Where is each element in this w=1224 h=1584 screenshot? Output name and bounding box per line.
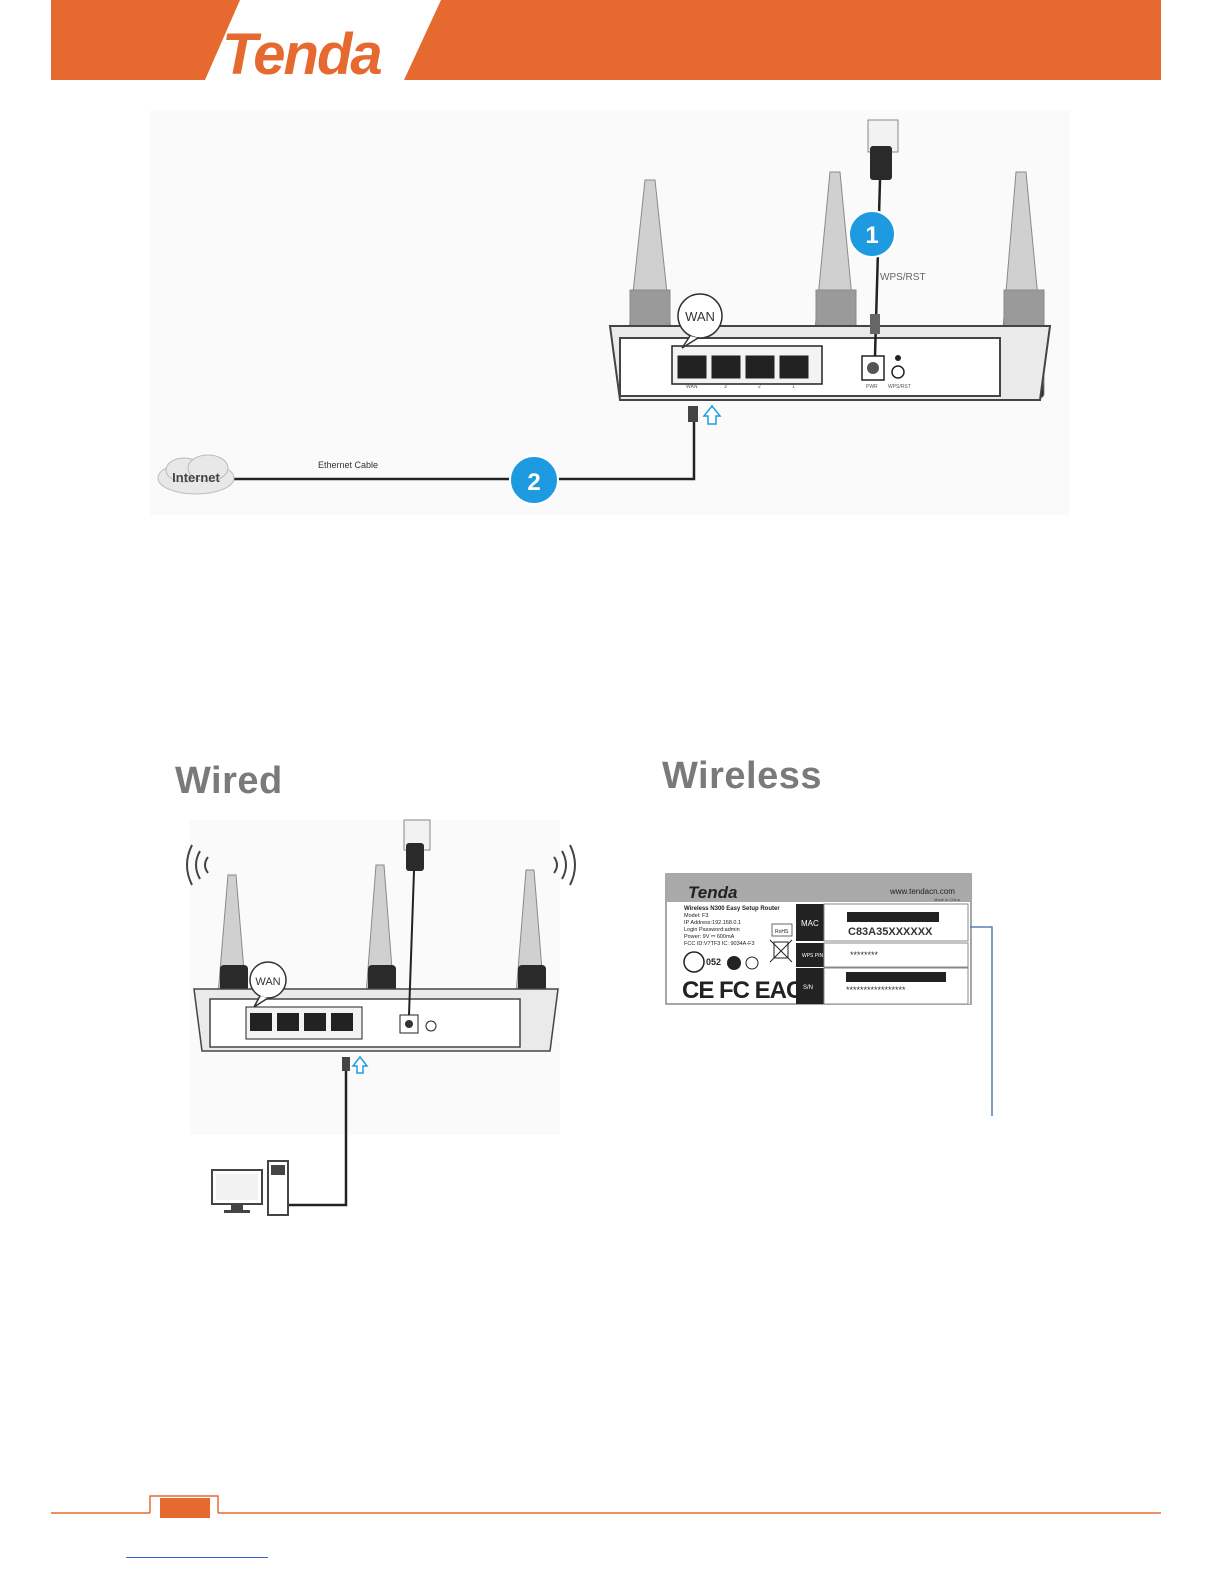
wifi-signal-right-icon	[553, 844, 576, 886]
svg-text:Internet: Internet	[172, 470, 220, 485]
svg-text:Wireless N300 Easy Setup Route: Wireless N300 Easy Setup Router	[684, 906, 780, 912]
wired-diagram: WAN	[186, 819, 576, 1216]
svg-text:2: 2	[527, 469, 540, 496]
svg-text:3: 3	[724, 384, 727, 390]
lan-ports	[671, 345, 823, 385]
footer-link-underline	[126, 1557, 268, 1558]
wireless-title: Wireless	[662, 755, 822, 797]
svg-text:Model: F3: Model: F3	[684, 913, 708, 919]
svg-text:WAN: WAN	[686, 384, 698, 390]
wifi-signal-left-icon	[186, 844, 209, 886]
svg-text:IP Address:192.168.0.1: IP Address:192.168.0.1	[684, 920, 741, 926]
ethernet-cable-line	[288, 1071, 348, 1207]
svg-text:S/N: S/N	[803, 985, 813, 991]
ethernet-plug-icon	[342, 1057, 350, 1071]
svg-text:FCC ID:V7TF3 IC: 9034A-F3: FCC ID:V7TF3 IC: 9034A-F3	[684, 941, 755, 947]
page-number-box	[160, 1498, 210, 1518]
sn-barcode	[846, 972, 946, 982]
svg-text:Login Password:admin: Login Password:admin	[684, 927, 740, 933]
compliance-mark-icon	[683, 951, 705, 973]
power-cable	[408, 870, 415, 1016]
svg-text:WPS PIN: WPS PIN	[802, 953, 824, 959]
svg-text:www.tendacn.com: www.tendacn.com	[889, 887, 955, 896]
svg-text:Ethernet Cable: Ethernet Cable	[318, 460, 378, 470]
mac-barcode	[847, 912, 939, 922]
wps-reset-button	[891, 365, 905, 379]
svg-text:Tenda: Tenda	[688, 883, 737, 902]
step-1-badge: 1	[848, 210, 896, 258]
weee-icon	[745, 956, 759, 970]
svg-text:WAN: WAN	[685, 309, 715, 324]
brand-logo: Tenda	[222, 22, 381, 82]
ethernet-plug-icon	[688, 406, 698, 422]
wan-callout: WAN	[249, 961, 287, 1008]
svg-text:Made in China: Made in China	[934, 897, 961, 902]
power-outlet-icon	[867, 119, 899, 180]
svg-text:MAC: MAC	[801, 919, 819, 928]
svg-text:052: 052	[706, 957, 721, 967]
mac-callout-line	[970, 926, 993, 1116]
up-arrow-icon	[702, 404, 722, 425]
header-banner: Tenda	[51, 0, 1161, 82]
svg-text:2: 2	[758, 384, 761, 390]
recycle-icon	[727, 956, 741, 970]
certification-marks: CE FC EAC	[682, 977, 803, 1004]
svg-text:WPS/RST: WPS/RST	[880, 272, 926, 283]
router-label-card: Tenda www.tendacn.com Made in China Wire…	[665, 873, 993, 1116]
svg-text:********: ********	[850, 950, 879, 960]
svg-text:RoHS: RoHS	[775, 929, 789, 935]
footer-rule	[51, 1495, 1161, 1518]
wan-callout: WAN	[677, 293, 723, 349]
up-arrow-icon	[351, 1055, 369, 1074]
step-2-badge: 2	[509, 455, 559, 505]
svg-text:C83A35XXXXXX: C83A35XXXXXX	[848, 926, 933, 938]
svg-text:Power: 9V ⎓ 600mA: Power: 9V ⎓ 600mA	[684, 934, 735, 940]
wps-reset-button	[425, 1020, 437, 1032]
top-connection-diagram: WAN 3 2 1 PWR WPS/RST WAN WPS/RST 1 Ethe…	[150, 110, 1070, 515]
internet-cloud-icon: Internet	[157, 454, 235, 495]
recycle-bin-icon	[769, 939, 793, 963]
svg-text:1: 1	[865, 222, 878, 249]
desktop-computer-icon	[211, 1160, 289, 1216]
wired-title: Wired	[175, 760, 283, 802]
svg-text:WAN: WAN	[255, 976, 280, 988]
power-outlet-icon	[403, 819, 431, 871]
svg-text:1: 1	[792, 384, 795, 390]
ethernet-cable-line	[230, 422, 696, 481]
svg-text:WPS/RST: WPS/RST	[888, 384, 911, 390]
svg-text:PWR: PWR	[866, 384, 878, 390]
svg-text:*****************: *****************	[846, 985, 906, 995]
